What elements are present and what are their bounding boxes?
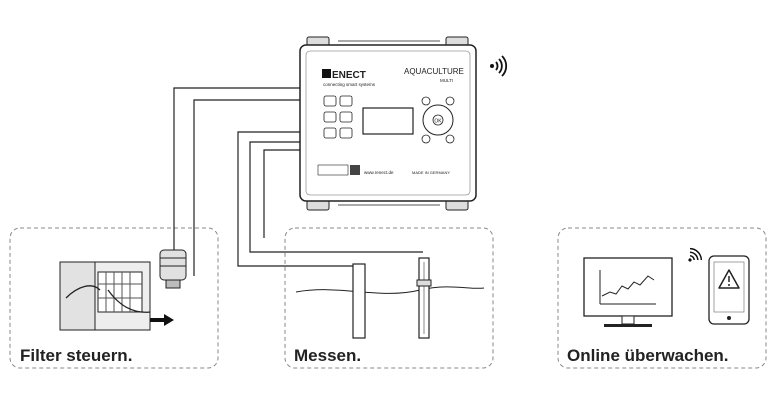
monitor-illustration [583,257,673,327]
svg-text:OK: OK [434,119,442,125]
panel-online-frame [557,227,767,369]
brand-name: ENECT [332,70,366,81]
panel-measure-frame [284,227,494,369]
sensor-probe [352,263,366,339]
phone-illustration [708,255,750,325]
panel-label-measure: Messen. [294,346,361,365]
panel-label-filter: Filter steuern. [20,346,132,365]
product-name: AQUACULTURE [404,67,464,76]
brand-tagline: connecting smart systems [323,82,376,87]
wifi-icon [688,247,703,262]
controller-device: OK ENECT connecting smart systems AQUACU… [299,36,477,211]
measure-illustration [295,257,485,339]
wifi-icon [490,55,508,77]
brand-logo-block [322,69,331,78]
device-serial: MADE IN GERMANY [412,170,450,175]
panel-filter-frame [9,227,219,369]
qr-code [350,165,360,175]
device-website: www.renect.de [364,170,394,175]
controller-display [362,107,414,135]
cables [173,87,423,276]
panel-label-online: Online überwachen. [567,346,729,365]
product-sub: MULTI [440,78,453,83]
filter-illustration [59,249,187,331]
warning-icon [718,269,740,289]
